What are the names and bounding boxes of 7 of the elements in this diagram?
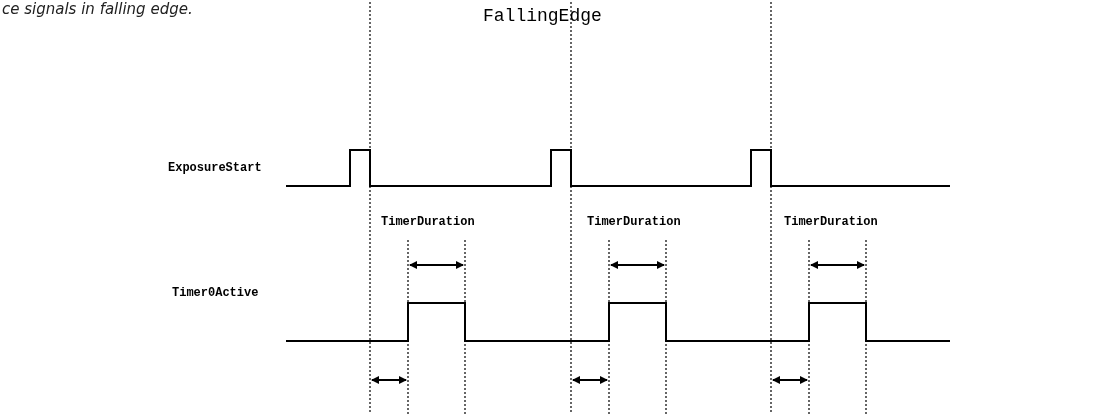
signal-name: Timer0Active [172, 286, 259, 300]
duration-label: TimerDuration [784, 215, 878, 229]
diagram-title: FallingEdge [483, 6, 602, 26]
signal-name: ExposureStart [168, 161, 262, 175]
caption-fragment: ce signals in falling edge. [2, 0, 193, 18]
duration-label: TimerDuration [381, 215, 475, 229]
duration-label: TimerDuration [587, 215, 681, 229]
